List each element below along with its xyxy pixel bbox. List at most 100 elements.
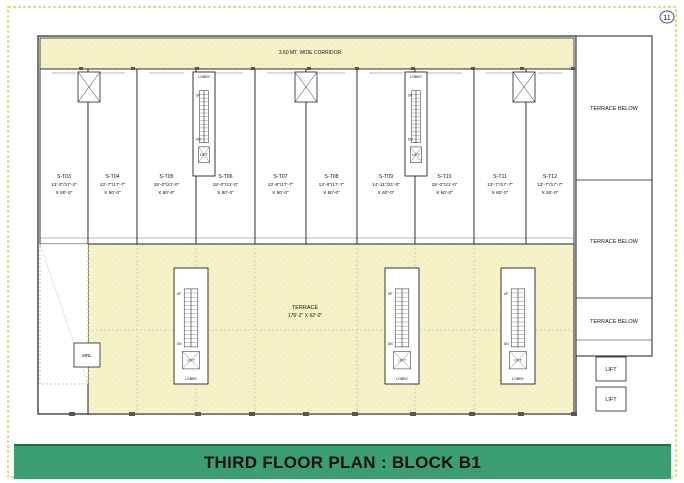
right-lift-label-2: LIFT <box>605 397 617 403</box>
column-mark <box>131 67 135 70</box>
corridor <box>39 37 575 70</box>
stair-core: LIFT UP DN LOBBY <box>500 267 536 385</box>
column-marks <box>69 67 577 416</box>
stair-core: LIFT UP DN LOBBY <box>384 267 420 385</box>
right-lift-2 <box>595 386 627 412</box>
shop-depth: X 60'-0" <box>492 190 509 196</box>
stair-core: LIFT UP DN LOBBY <box>173 267 209 385</box>
column-mark <box>355 67 359 70</box>
shop-size: 15'-0"/21'-0" <box>213 182 239 188</box>
shop-depth: X 60'-0" <box>323 190 340 196</box>
core-up-label: UP <box>177 292 181 296</box>
core-lobby-label: LOBBY <box>410 75 423 79</box>
terrace-below-label-2: TERRACE BELOW <box>590 239 638 245</box>
core-up-label: UP <box>408 94 412 98</box>
column-mark <box>410 412 416 416</box>
shop-size: 13'-7"/17'-7" <box>487 182 513 188</box>
core-lobby-label: LOBBY <box>512 377 525 381</box>
shop-unit: S-T08 13'-8"/17'-7" X 60'-0" <box>305 68 358 245</box>
column-mark <box>571 412 577 416</box>
column-mark <box>195 67 199 70</box>
column-mark <box>520 67 524 70</box>
column-mark <box>195 412 201 416</box>
shop-depth: X 60'-0" <box>378 190 395 196</box>
shop-id: S-T05 <box>159 174 173 180</box>
shop-size: 13'-8"/17'-7" <box>319 182 345 188</box>
shop-size: 13'-7"/17'-7" <box>100 182 126 188</box>
core-lobby-label: LOBBY <box>396 377 409 381</box>
shop-depth: X 60'-0" <box>104 190 121 196</box>
shop-size: 13'-2"/17'-2" <box>51 182 77 188</box>
plan-title: THIRD FLOOR PLAN : BLOCK B1 <box>203 452 482 472</box>
shop-size: 15'-0"/21'-0" <box>432 182 458 188</box>
terrace-size: 176'-2" X 62'-0" <box>288 313 323 319</box>
shop-id: S-T10 <box>437 174 451 180</box>
core-up-label: UP <box>196 94 200 98</box>
shop-depth: X 60'-0" <box>542 190 559 196</box>
shop-unit: S-T05 15'-0"/21'-0" X 60'-0" <box>136 68 197 245</box>
core-lift-label: LIFT <box>200 153 208 157</box>
shop-depth: X 60'-0" <box>272 190 289 196</box>
shop-size: 14'-11"/21'-0" <box>372 182 400 188</box>
column-mark <box>518 412 524 416</box>
core-lift-label: LIFT <box>187 359 195 363</box>
page-number-badge: 11 <box>659 10 675 24</box>
shop-id: S-T04 <box>105 174 119 180</box>
core-lobby-label: LOBBY <box>198 75 211 79</box>
shop-outline <box>136 68 197 245</box>
shop-size: 13'-7"/17'-7" <box>537 182 563 188</box>
terrace-label: TERRACE <box>292 305 319 311</box>
column-mark <box>69 412 75 416</box>
column-mark <box>352 412 358 416</box>
core-dn-label: DN <box>408 138 413 142</box>
shop-depth: X 60'-0" <box>158 190 175 196</box>
core-lobby-label: LOBBY <box>185 377 198 381</box>
shop-id: S-T11 <box>493 174 507 180</box>
stair-core: LIFT UP DN LOBBY <box>192 71 216 177</box>
shop-depth: X 60'-0" <box>436 190 453 196</box>
shop-depth: X 60'-0" <box>56 190 73 196</box>
lift-shaft-mark <box>512 71 536 103</box>
terrace-stair-cores: LIFT UP DN LOBBY LIFT UP DN LOBBY LIFT UP DN LOBBY <box>173 267 536 385</box>
shop-id: S-T12 <box>543 174 557 180</box>
core-dn-label: DN <box>177 342 182 346</box>
column-mark <box>79 67 83 70</box>
core-up-label: UP <box>388 292 392 296</box>
column-mark <box>251 67 255 70</box>
shop-size: 13'-8"/17'-7" <box>268 182 294 188</box>
core-dn-label: DN <box>504 342 509 346</box>
core-lift-label: LIFT <box>398 359 406 363</box>
shop-size: 15'-0"/21'-0" <box>154 182 180 188</box>
terrace-below-label-1: TERRACE BELOW <box>590 106 638 112</box>
corridor-label: 3.60 MT. WIDE CORRIDOR <box>279 50 342 56</box>
shop-id: S-T06 <box>218 174 232 180</box>
mrl-label: MRL <box>82 353 92 358</box>
right-lift-label-1: LIFT <box>605 367 617 373</box>
column-mark <box>129 412 135 416</box>
lift-shaft-mark <box>77 71 101 103</box>
core-dn-label: DN <box>196 138 201 142</box>
shop-id: S-T07 <box>273 174 287 180</box>
column-mark <box>249 412 255 416</box>
core-dn-label: DN <box>388 342 393 346</box>
column-mark <box>469 412 475 416</box>
core-up-label: UP <box>504 292 508 296</box>
column-mark <box>411 67 415 70</box>
terrace-below-label-3: TERRACE BELOW <box>590 319 638 325</box>
column-mark <box>307 67 311 70</box>
terrace-area <box>87 243 575 415</box>
right-lift-1 <box>595 356 627 382</box>
right-block <box>575 35 653 357</box>
column-mark <box>303 412 309 416</box>
shop-id: S-T08 <box>324 174 338 180</box>
title-bar: THIRD FLOOR PLAN : BLOCK B1 <box>14 444 671 479</box>
mrl-room <box>73 342 101 368</box>
lift-shaft-mark <box>294 71 318 103</box>
column-mark <box>471 67 475 70</box>
shop-depth: X 60'-0" <box>217 190 234 196</box>
core-lift-label: LIFT <box>514 359 522 363</box>
